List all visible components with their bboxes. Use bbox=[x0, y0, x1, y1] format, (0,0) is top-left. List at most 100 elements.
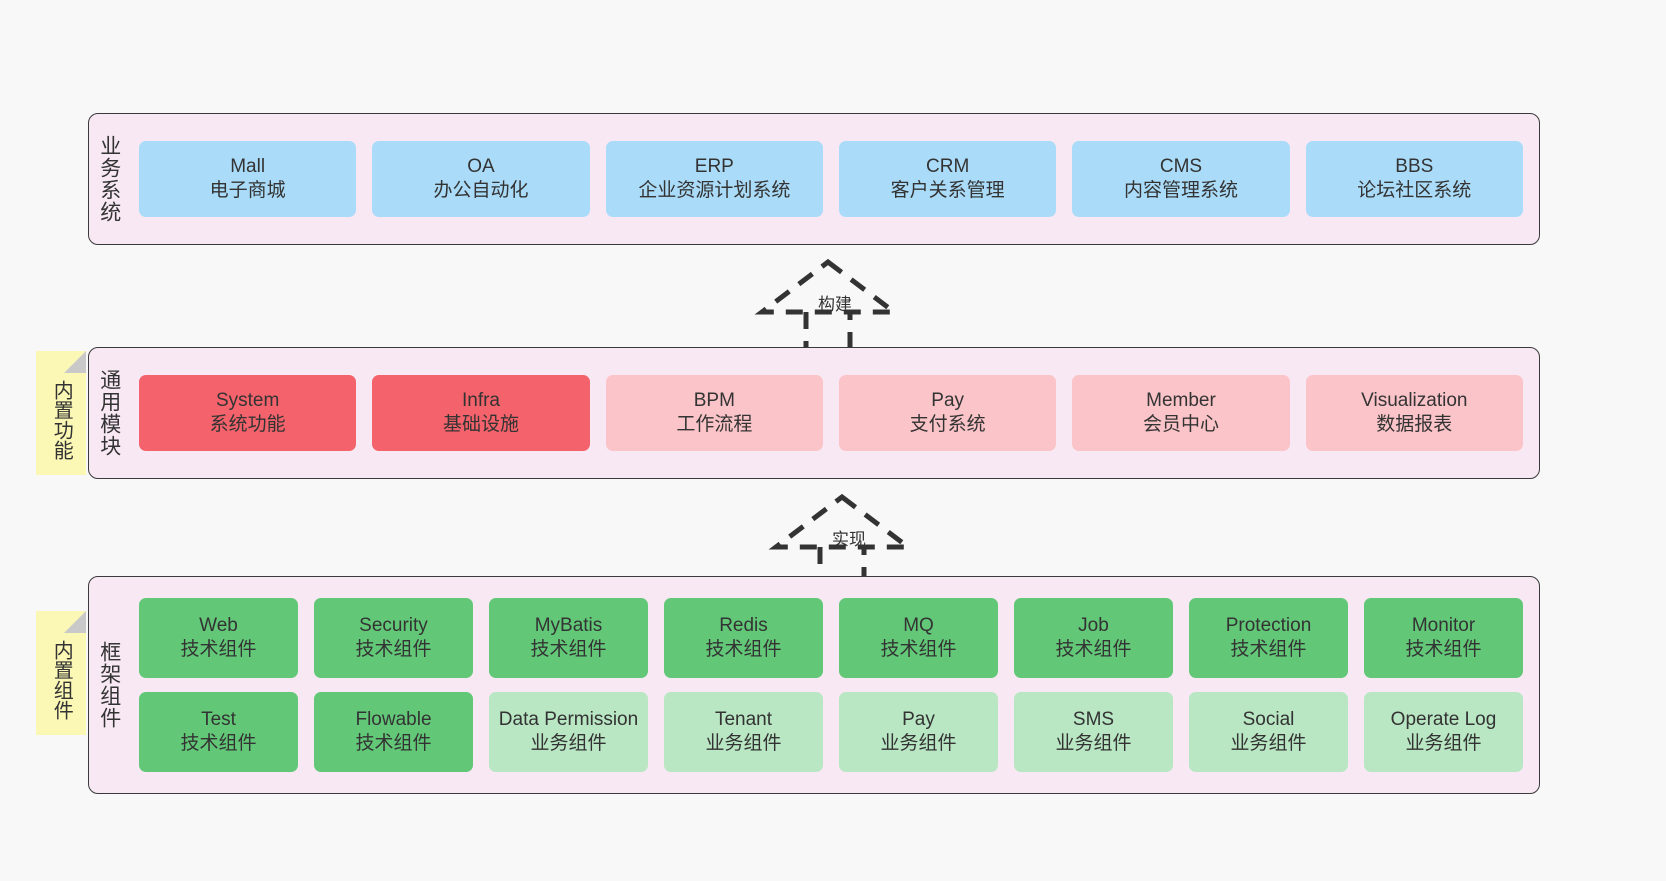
card-bbs-en: BBS bbox=[1395, 156, 1434, 178]
card-mybatis-en: MyBatis bbox=[534, 615, 603, 637]
card-protection-en: Protection bbox=[1225, 615, 1312, 637]
card-crm-en: CRM bbox=[926, 156, 970, 178]
card-social-en: Social bbox=[1242, 709, 1295, 731]
layer-common-modules-body: System 系统功能 Infra 基础设施 BPM 工作流程 Pay 支付系统… bbox=[129, 348, 1539, 478]
card-web-cn: 技术组件 bbox=[180, 639, 257, 660]
card-protection[interactable]: Protection 技术组件 bbox=[1189, 598, 1348, 678]
connector-build: 构建 bbox=[748, 254, 908, 354]
card-bpm[interactable]: BPM 工作流程 bbox=[605, 375, 823, 451]
connector-realize: 实现 bbox=[762, 489, 922, 589]
card-social[interactable]: Social 业务组件 bbox=[1189, 692, 1348, 772]
note-builtin-components: 内置组件 bbox=[36, 611, 86, 735]
card-flowable[interactable]: Flowable 技术组件 bbox=[314, 692, 473, 772]
card-test-en: Test bbox=[201, 709, 236, 731]
card-oa-en: OA bbox=[467, 156, 495, 178]
card-bbs[interactable]: BBS 论坛社区系统 bbox=[1305, 141, 1523, 217]
card-infra-en: Infra bbox=[461, 390, 500, 412]
connector-build-arrow bbox=[754, 258, 902, 354]
card-member-en: Member bbox=[1146, 390, 1216, 412]
card-erp-cn: 企业资源计划系统 bbox=[638, 180, 791, 201]
card-pay-module-en: Pay bbox=[931, 390, 965, 412]
card-cms[interactable]: CMS 内容管理系统 bbox=[1072, 141, 1290, 217]
card-mall-en: Mall bbox=[230, 156, 266, 178]
card-sms-cn: 业务组件 bbox=[1055, 733, 1132, 754]
card-security-cn: 技术组件 bbox=[355, 639, 432, 660]
card-system-en: System bbox=[215, 390, 280, 412]
card-mq[interactable]: MQ 技术组件 bbox=[839, 598, 998, 678]
card-crm[interactable]: CRM 客户关系管理 bbox=[838, 141, 1057, 217]
card-erp[interactable]: ERP 企业资源计划系统 bbox=[605, 141, 823, 217]
card-operate-log-cn: 业务组件 bbox=[1405, 733, 1482, 754]
card-member[interactable]: Member 会员中心 bbox=[1072, 375, 1290, 451]
card-bpm-cn: 工作流程 bbox=[676, 414, 753, 435]
card-pay-module-cn: 支付系统 bbox=[909, 414, 986, 435]
card-pay-module[interactable]: Pay 支付系统 bbox=[838, 375, 1057, 451]
card-pay-component-en: Pay bbox=[902, 709, 935, 731]
card-cms-cn: 内容管理系统 bbox=[1123, 180, 1238, 201]
card-oa-cn: 办公自动化 bbox=[433, 180, 529, 201]
card-mybatis[interactable]: MyBatis 技术组件 bbox=[489, 598, 648, 678]
card-oa[interactable]: OA 办公自动化 bbox=[372, 141, 590, 217]
card-tenant-cn: 业务组件 bbox=[705, 733, 782, 754]
card-flowable-en: Flowable bbox=[355, 709, 432, 731]
framework-row-1: Web 技术组件 Security 技术组件 MyBatis 技术组件 Redi… bbox=[139, 598, 1523, 678]
card-sms-en: SMS bbox=[1072, 709, 1115, 731]
card-bpm-en: BPM bbox=[693, 390, 735, 412]
card-visualization-cn: 数据报表 bbox=[1376, 414, 1453, 435]
card-monitor-en: Monitor bbox=[1411, 615, 1476, 637]
layer-framework-components: 框架组件 Web 技术组件 Security 技术组件 MyBatis 技术组件… bbox=[88, 576, 1540, 794]
card-crm-cn: 客户关系管理 bbox=[890, 180, 1005, 201]
card-social-cn: 业务组件 bbox=[1230, 733, 1307, 754]
card-pay-component-cn: 业务组件 bbox=[880, 733, 957, 754]
card-operate-log[interactable]: Operate Log 业务组件 bbox=[1364, 692, 1523, 772]
card-bbs-cn: 论坛社区系统 bbox=[1357, 180, 1472, 201]
card-redis[interactable]: Redis 技术组件 bbox=[664, 598, 823, 678]
layer-business-systems: 业务系统 Mall 电子商城 OA 办公自动化 ERP 企业资源计划系统 CRM… bbox=[88, 113, 1540, 245]
card-infra-cn: 基础设施 bbox=[442, 414, 519, 435]
business-row-1: Mall 电子商城 OA 办公自动化 ERP 企业资源计划系统 CRM 客户关系… bbox=[139, 141, 1523, 217]
card-infra[interactable]: Infra 基础设施 bbox=[372, 375, 590, 451]
connector-build-label: 构建 bbox=[818, 295, 852, 314]
card-operate-log-en: Operate Log bbox=[1390, 709, 1497, 731]
card-monitor-cn: 技术组件 bbox=[1405, 639, 1482, 660]
note-builtin-features-label: 内置功能 bbox=[50, 380, 73, 460]
layer-framework-components-body: Web 技术组件 Security 技术组件 MyBatis 技术组件 Redi… bbox=[129, 577, 1539, 793]
common-row-1: System 系统功能 Infra 基础设施 BPM 工作流程 Pay 支付系统… bbox=[139, 375, 1523, 451]
connector-realize-arrow bbox=[768, 493, 916, 589]
card-system[interactable]: System 系统功能 bbox=[139, 375, 357, 451]
card-visualization[interactable]: Visualization 数据报表 bbox=[1305, 375, 1523, 451]
card-web[interactable]: Web 技术组件 bbox=[139, 598, 298, 678]
card-data-permission[interactable]: Data Permission 业务组件 bbox=[489, 692, 648, 772]
card-redis-en: Redis bbox=[719, 615, 768, 637]
card-mq-en: MQ bbox=[903, 615, 934, 637]
card-system-cn: 系统功能 bbox=[209, 414, 286, 435]
layer-business-systems-body: Mall 电子商城 OA 办公自动化 ERP 企业资源计划系统 CRM 客户关系… bbox=[129, 114, 1539, 244]
card-mybatis-cn: 技术组件 bbox=[530, 639, 607, 660]
card-job-en: Job bbox=[1078, 615, 1109, 637]
card-security[interactable]: Security 技术组件 bbox=[314, 598, 473, 678]
card-tenant[interactable]: Tenant 业务组件 bbox=[664, 692, 823, 772]
note-builtin-components-label: 内置组件 bbox=[50, 640, 73, 720]
card-job[interactable]: Job 技术组件 bbox=[1014, 598, 1173, 678]
note-builtin-features: 内置功能 bbox=[36, 351, 86, 475]
card-pay-component[interactable]: Pay 业务组件 bbox=[839, 692, 998, 772]
card-member-cn: 会员中心 bbox=[1142, 414, 1219, 435]
card-mall[interactable]: Mall 电子商城 bbox=[139, 141, 357, 217]
card-cms-en: CMS bbox=[1159, 156, 1203, 178]
card-web-en: Web bbox=[199, 615, 238, 637]
card-mq-cn: 技术组件 bbox=[880, 639, 957, 660]
card-job-cn: 技术组件 bbox=[1055, 639, 1132, 660]
layer-business-systems-title: 业务系统 bbox=[97, 135, 121, 223]
card-erp-en: ERP bbox=[694, 156, 734, 178]
card-visualization-en: Visualization bbox=[1361, 390, 1468, 412]
layer-common-modules-title: 通用模块 bbox=[97, 369, 121, 457]
card-protection-cn: 技术组件 bbox=[1230, 639, 1307, 660]
layer-common-modules: 通用模块 System 系统功能 Infra 基础设施 BPM 工作流程 Pay… bbox=[88, 347, 1540, 479]
card-test-cn: 技术组件 bbox=[180, 733, 257, 754]
card-sms[interactable]: SMS 业务组件 bbox=[1014, 692, 1173, 772]
card-monitor[interactable]: Monitor 技术组件 bbox=[1364, 598, 1523, 678]
card-data-permission-cn: 业务组件 bbox=[530, 733, 607, 754]
card-security-en: Security bbox=[359, 615, 428, 637]
card-test[interactable]: Test 技术组件 bbox=[139, 692, 298, 772]
